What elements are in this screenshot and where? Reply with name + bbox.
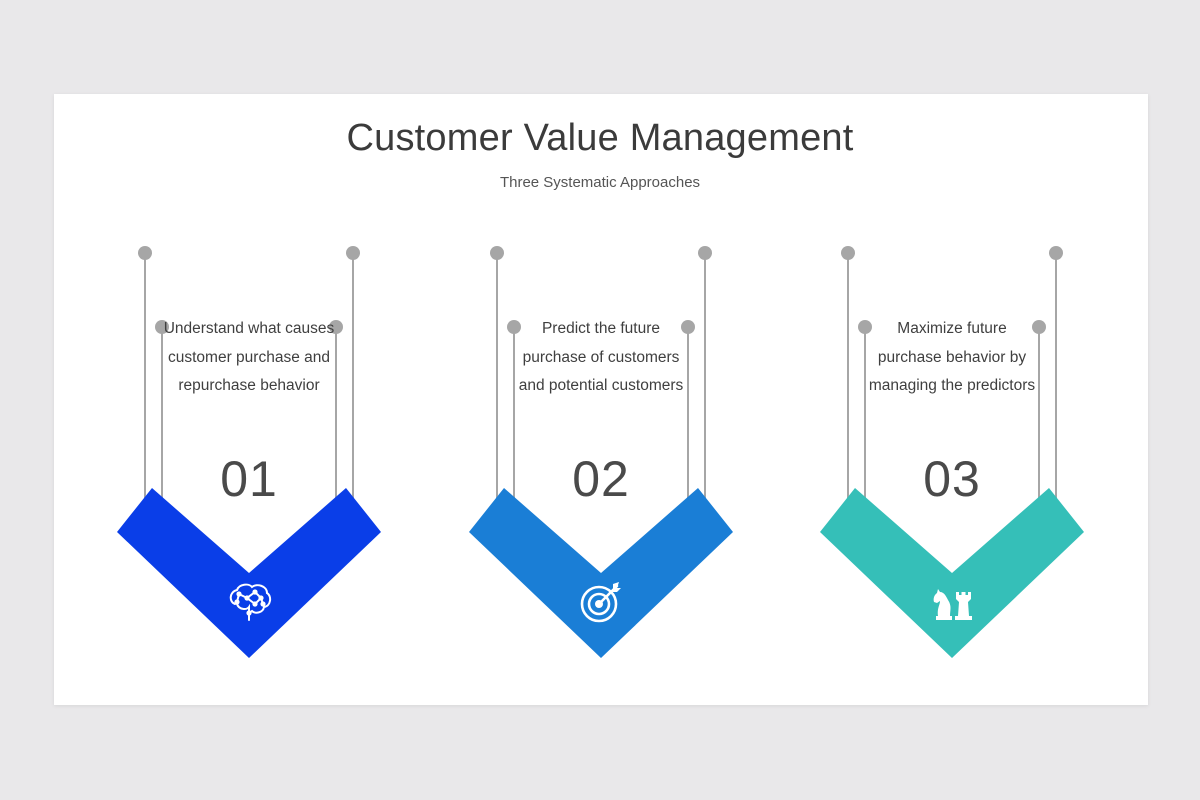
approach-card-1: Understand what causes customer purchase… [117, 240, 381, 665]
approach-card-3: Maximize future purchase behavior by man… [820, 240, 1084, 665]
connector-dot [346, 246, 360, 260]
connector-dot [841, 246, 855, 260]
connector-dot [155, 320, 169, 334]
card-1-connectors [138, 246, 360, 502]
connector-dot [507, 320, 521, 334]
card-1-number: 01 [220, 451, 278, 507]
connector-dot [138, 246, 152, 260]
card-3-chevron [820, 488, 1084, 658]
card-2-chevron [469, 488, 733, 658]
connector-dot [858, 320, 872, 334]
card-2-shape [469, 246, 733, 658]
slide-title: Customer Value Management [346, 117, 854, 159]
card-1-chevron [117, 488, 381, 658]
connector-dot [681, 320, 695, 334]
card-2-number: 02 [572, 451, 630, 507]
card-3-shape [820, 246, 1084, 658]
brain-icon [229, 583, 272, 621]
connector-dot [698, 246, 712, 260]
card-3-number: 03 [923, 451, 981, 507]
card-1-shape [117, 246, 381, 658]
target-icon [580, 582, 621, 623]
connector-dot [329, 320, 343, 334]
card-3-description: Maximize future purchase behavior by man… [868, 320, 1036, 394]
connector-dot [1032, 320, 1046, 334]
slide-subtitle: Three Systematic Approaches [499, 174, 701, 191]
card-2-description: Predict the future purchase of customers… [518, 320, 684, 394]
card-3-connectors [841, 246, 1063, 502]
connector-dot [1049, 246, 1063, 260]
card-2-connectors [490, 246, 712, 502]
card-1-description: Understand what causes customer purchase… [163, 320, 335, 394]
approach-card-2: Predict the future purchase of customers… [469, 240, 733, 665]
connector-dot [490, 246, 504, 260]
chess-icon [933, 589, 972, 620]
